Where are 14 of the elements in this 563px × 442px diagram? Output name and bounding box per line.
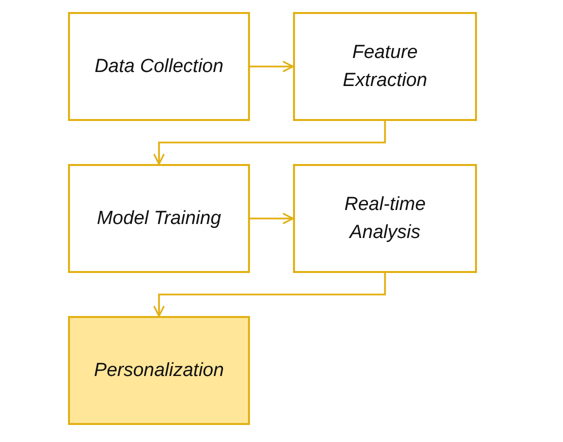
arrow <box>153 121 386 165</box>
node-label: Feature Extraction <box>342 40 428 92</box>
arrow <box>153 273 386 317</box>
node-label: Real-time Analysis <box>343 192 427 244</box>
process-box <box>68 164 250 273</box>
arrow <box>250 60 294 72</box>
arrow <box>250 212 294 224</box>
process-box <box>293 12 477 121</box>
process-box <box>293 164 477 273</box>
node-label: Personalization <box>93 358 225 383</box>
node-label: Data Collection <box>94 54 224 79</box>
process-box <box>68 12 250 121</box>
node-label: Model Training <box>96 206 222 231</box>
process-box <box>68 316 250 425</box>
